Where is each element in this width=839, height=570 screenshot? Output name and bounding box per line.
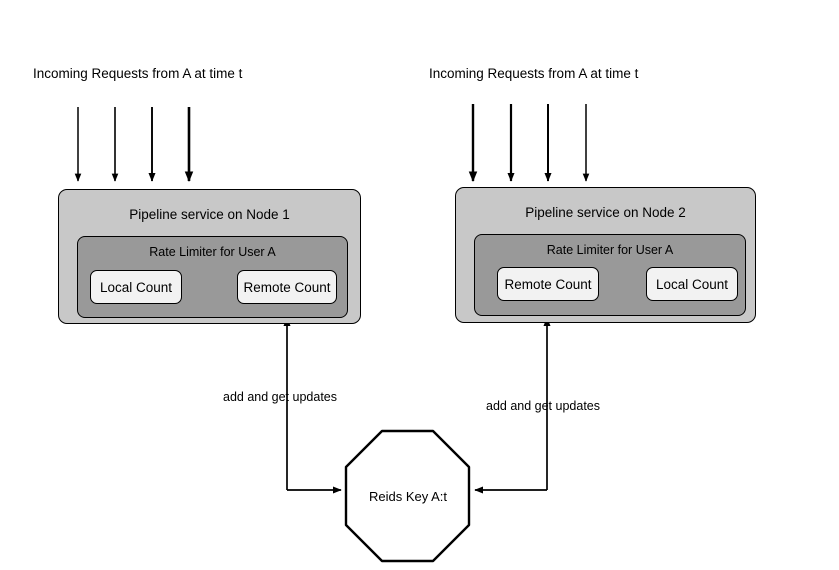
caption-incoming-requests-node-1: Incoming Requests from A at time t xyxy=(33,66,243,81)
rate-limiter-node-1-title: Rate Limiter for User A xyxy=(149,245,276,259)
redis-key-octagon xyxy=(344,429,471,563)
node-pipeline-service-2[interactable]: Pipeline service on Node 2 Rate Limiter … xyxy=(455,187,756,323)
incoming-request-arrows-node-1 xyxy=(74,107,194,182)
remote-count-box-node-1[interactable]: Remote Count xyxy=(237,270,337,304)
rate-limiter-node-2[interactable]: Rate Limiter for User A Remote Count Loc… xyxy=(474,234,746,316)
local-count-box-node-1[interactable]: Local Count xyxy=(90,270,182,304)
redis-key-store-label: Reids Key A:t xyxy=(368,489,448,504)
incoming-request-arrows-node-2 xyxy=(468,104,590,182)
local-count-box-node-2[interactable]: Local Count xyxy=(646,267,738,301)
edge-label-node-2-store: add and get updates xyxy=(486,399,600,413)
rate-limiter-node-1[interactable]: Rate Limiter for User A Local Count Remo… xyxy=(77,236,348,318)
remote-count-box-node-2[interactable]: Remote Count xyxy=(497,267,599,301)
node-1-title: Pipeline service on Node 1 xyxy=(129,207,290,222)
node-2-title: Pipeline service on Node 2 xyxy=(525,205,686,220)
rate-limiter-node-2-title: Rate Limiter for User A xyxy=(546,243,674,257)
node-pipeline-service-1[interactable]: Pipeline service on Node 1 Rate Limiter … xyxy=(58,189,361,324)
edge-label-node-1-store: add and get updates xyxy=(223,390,337,404)
caption-incoming-requests-node-2: Incoming Requests from A at time t xyxy=(429,66,639,81)
